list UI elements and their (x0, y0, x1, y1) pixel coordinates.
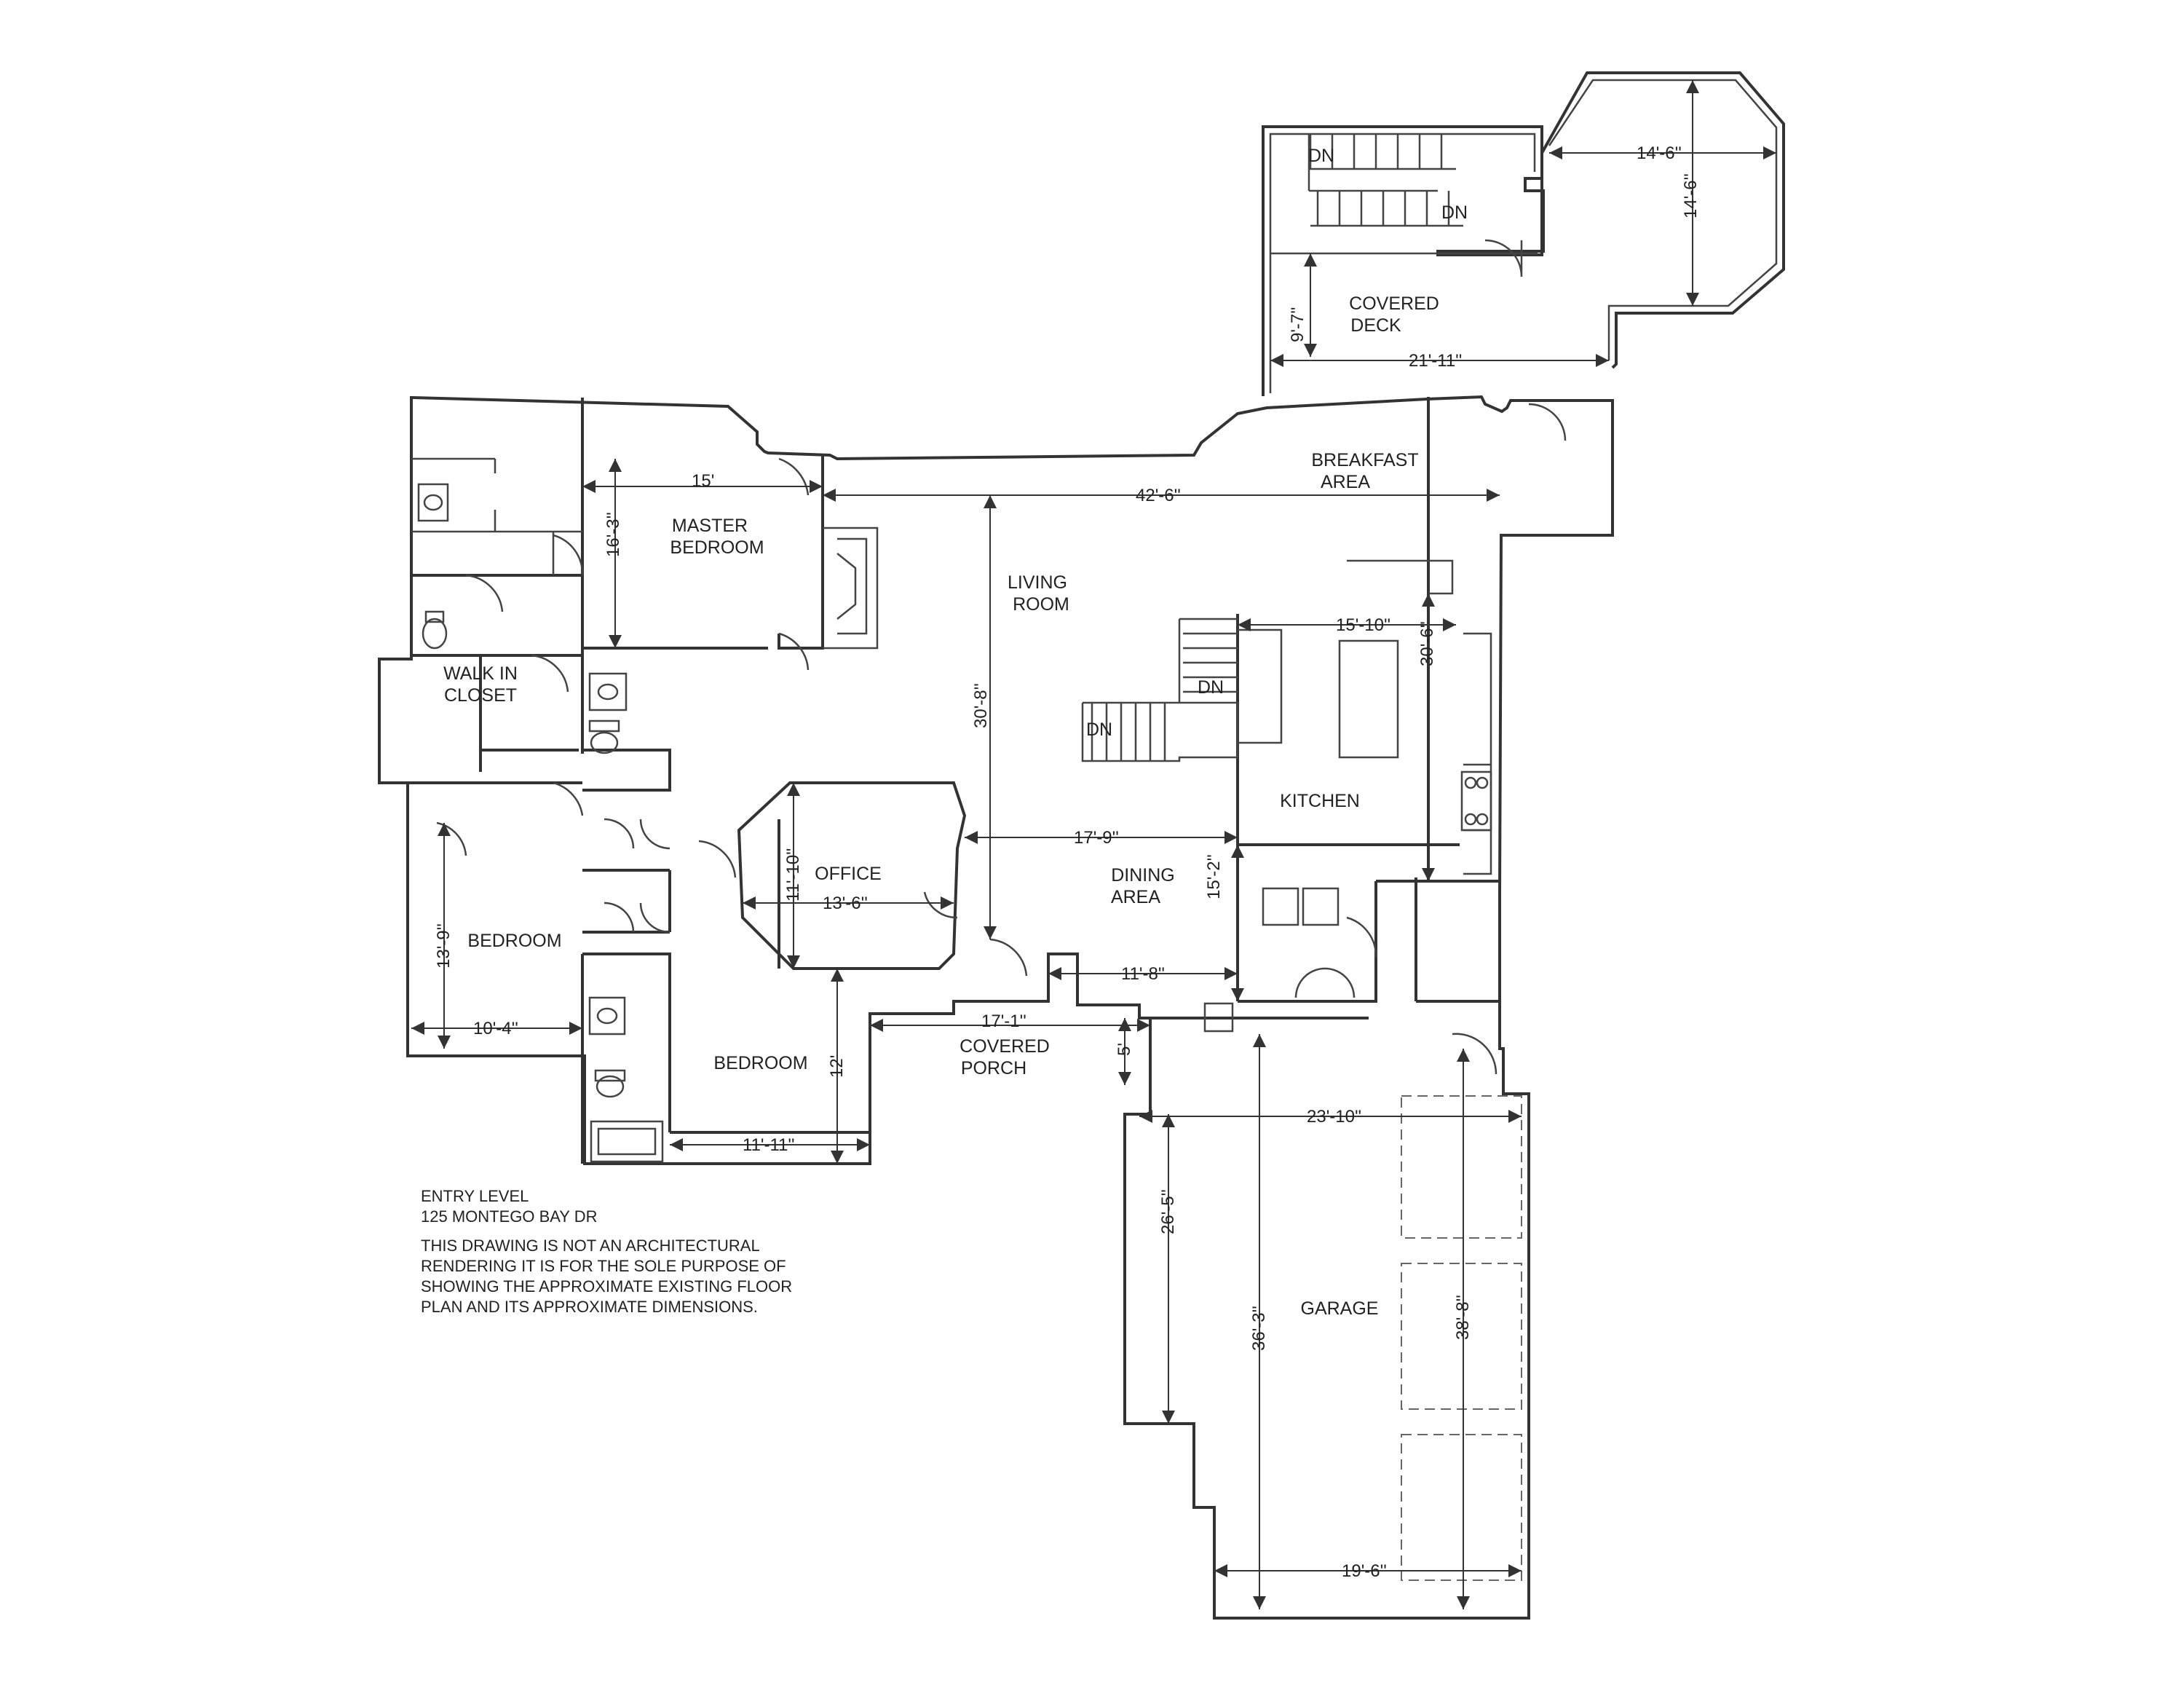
plumbing-fixtures (417, 483, 1340, 1098)
deck-outline (1262, 71, 1785, 396)
label-covered-deck-1: COVERED (1349, 293, 1439, 314)
label-office: OFFICE (815, 864, 882, 884)
dim-garage-38-8: 38'-8'' (1453, 1295, 1473, 1340)
master-bath-walls (411, 457, 582, 575)
label-master-1: MASTER (672, 516, 748, 536)
label-covered-deck-2: DECK (1350, 315, 1401, 336)
dim-bedroom-11-11: 11'-11'' (743, 1135, 795, 1155)
room-labels: COVERED DECK BREAKFAST AREA MASTER BEDRO… (443, 293, 1439, 1319)
dim-deck-depth: 14'-6'' (1681, 173, 1701, 218)
note-disclaimer-2: RENDERING IT IS FOR THE SOLE PURPOSE OF (421, 1257, 786, 1275)
label-bedroom-left: BEDROOM (467, 931, 561, 951)
dim-deck-width: 14'-6'' (1637, 143, 1682, 163)
drawing-notes: ENTRY LEVEL 125 MONTEGO BAY DR THIS DRAW… (421, 1187, 792, 1316)
deck-stair-wall (1307, 134, 1463, 227)
label-porch-1: COVERED (960, 1036, 1050, 1057)
walls (378, 71, 1785, 1620)
label-living-2: ROOM (1013, 594, 1069, 615)
note-disclaimer-1: THIS DRAWING IS NOT AN ARCHITECTURAL (421, 1237, 760, 1255)
dim-kitchen-15-10: 15'-10'' (1336, 615, 1390, 635)
dim-porch-17-1: 17'-1'' (981, 1011, 1026, 1031)
kitchen-counter (1238, 559, 1492, 875)
stair-dn-4: DN (1086, 719, 1112, 740)
dim-living-42-6: 42'-6'' (1136, 486, 1181, 505)
note-address: 125 MONTEGO BAY DR (421, 1207, 597, 1226)
stair-dn-3: DN (1198, 677, 1224, 698)
house-outline (378, 395, 1614, 1620)
dim-dining-15-2: 15'-2'' (1204, 854, 1224, 899)
dim-deck-9-7: 9'-7'' (1288, 307, 1307, 342)
label-bedroom-lower: BEDROOM (713, 1053, 807, 1073)
note-disclaimer-4: PLAN AND ITS APPROXIMATE DIMENSIONS. (421, 1298, 758, 1316)
dim-bedroom-10-4: 10'-4'' (473, 1019, 518, 1038)
label-dining-2: AREA (1111, 887, 1160, 907)
dim-deck-21-11: 21'-11'' (1409, 351, 1462, 371)
stair-labels: DN DN DN DN (1086, 146, 1468, 740)
dimension-labels: 14'-6'' 14'-6'' 9'-7'' 21'-11'' 15' 16'-… (434, 143, 1701, 1581)
bathtub (590, 1120, 664, 1163)
label-breakfast-1: BREAKFAST (1311, 450, 1418, 470)
dim-garage-19-6: 19'-6'' (1342, 1561, 1387, 1581)
note-disclaimer-3: SHOWING THE APPROXIMATE EXISTING FLOOR (421, 1277, 792, 1295)
label-closet-1: WALK IN (443, 663, 518, 684)
label-closet-2: CLOSET (444, 685, 517, 706)
stove (1460, 770, 1492, 832)
dim-master-16-3: 16'-3'' (604, 512, 623, 557)
dim-bedroom-13-9: 13'-9'' (434, 923, 454, 969)
garage-door-bays (1401, 1095, 1522, 1581)
dim-office-11-10: 11'-10'' (783, 848, 803, 902)
dim-garage-26-5: 26'-5'' (1158, 1189, 1178, 1234)
office-walls (737, 781, 967, 970)
note-level: ENTRY LEVEL (421, 1187, 529, 1205)
dim-dining-17-9: 17'-9'' (1074, 828, 1119, 848)
stair-dn-2: DN (1441, 202, 1468, 223)
stair-dn-1: DN (1308, 146, 1334, 166)
living-stair-walls (1081, 618, 1239, 762)
dim-dining-11-8: 11'-8'' (1121, 964, 1165, 984)
label-garage: GARAGE (1301, 1298, 1379, 1319)
dim-bedroom-12: 12' (827, 1055, 847, 1078)
dim-master-15: 15' (692, 471, 714, 491)
fireplace (823, 526, 879, 650)
dimension-lines (411, 80, 1776, 1609)
label-master-2: BEDROOM (670, 537, 764, 558)
door-swings (436, 239, 1567, 1075)
label-living-1: LIVING (1008, 572, 1067, 593)
label-dining-1: DINING (1111, 865, 1175, 886)
dim-garage-23-10: 23'-10'' (1307, 1107, 1361, 1127)
label-kitchen: KITCHEN (1280, 791, 1360, 811)
dim-kitchen-30-6: 30'-6'' (1417, 621, 1437, 666)
stair-treads (1091, 134, 1450, 761)
dim-porch-5: 5' (1115, 1043, 1134, 1056)
label-porch-2: PORCH (961, 1058, 1026, 1078)
label-breakfast-2: AREA (1321, 472, 1370, 492)
dim-living-30-8: 30'-8'' (971, 683, 991, 728)
dim-garage-36-3: 36'-3'' (1249, 1306, 1269, 1351)
dim-office-13-6: 13'-6'' (823, 894, 868, 913)
